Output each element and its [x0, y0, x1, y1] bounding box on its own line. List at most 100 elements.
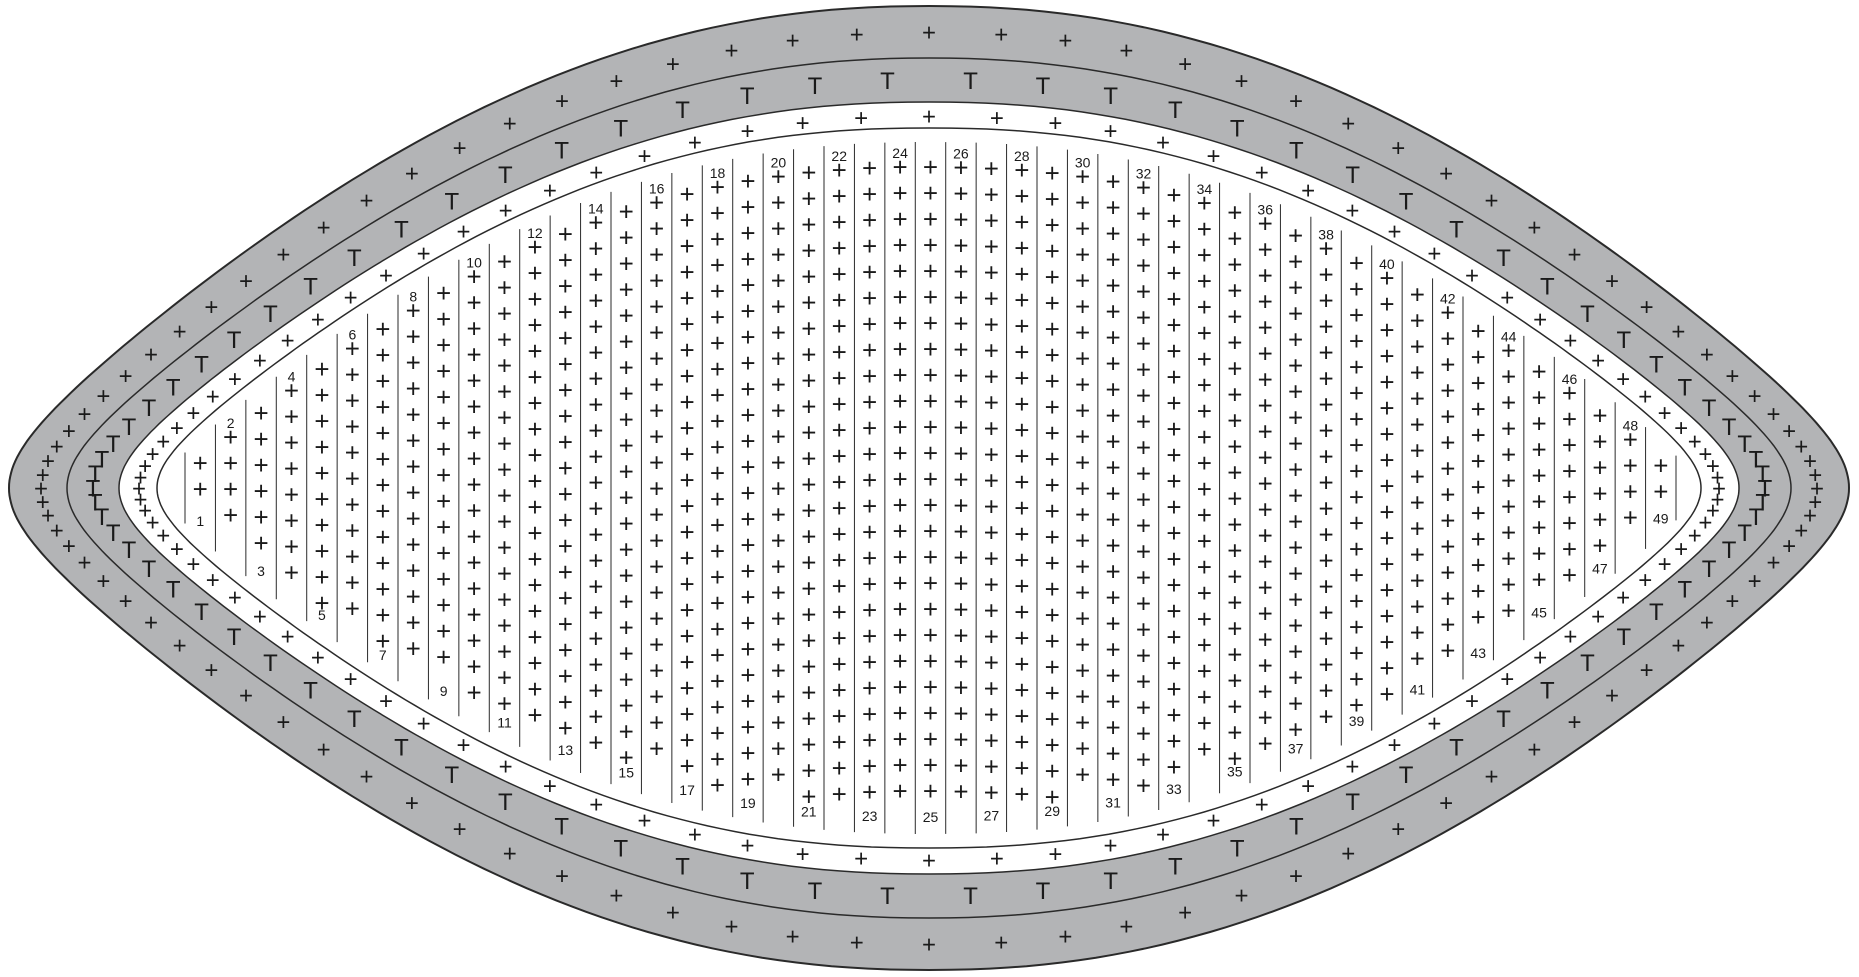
single-crochet-symbol: + [923, 776, 938, 806]
single-crochet-symbol: + [173, 632, 187, 659]
single-crochet-symbol: + [311, 644, 325, 671]
single-crochet-symbol: + [1748, 568, 1762, 595]
row-number-label: 1 [196, 513, 204, 529]
single-crochet-symbol: + [725, 913, 739, 940]
single-crochet-symbol: + [1808, 462, 1822, 489]
double-crochet-symbol: T [1702, 395, 1717, 422]
single-crochet-symbol: + [1700, 341, 1714, 368]
single-crochet-symbol: + [1562, 560, 1577, 590]
single-crochet-symbol: + [922, 847, 936, 874]
double-crochet-symbol: T [1677, 374, 1692, 401]
double-crochet-symbol: T [1345, 789, 1360, 816]
double-crochet-symbol: T [122, 414, 137, 441]
row-number-label: 47 [1592, 561, 1608, 577]
single-crochet-symbol: + [725, 38, 739, 65]
single-crochet-symbol: + [1767, 550, 1781, 577]
single-crochet-symbol: + [144, 609, 158, 636]
row-number-label: 12 [527, 225, 543, 241]
single-crochet-symbol: + [1289, 863, 1303, 890]
single-crochet-symbol: + [1410, 644, 1425, 674]
single-crochet-symbol: + [223, 500, 238, 530]
single-crochet-symbol: + [1616, 366, 1630, 393]
row-number-label: 43 [1470, 645, 1486, 661]
single-crochet-symbol: + [345, 594, 360, 624]
single-crochet-symbol: + [1235, 883, 1249, 910]
single-crochet-symbol: + [1341, 110, 1355, 137]
single-crochet-symbol: + [276, 242, 290, 269]
row-number-label: 40 [1379, 256, 1395, 272]
single-crochet-symbol: + [62, 418, 76, 445]
double-crochet-symbol: T [445, 762, 460, 789]
single-crochet-symbol: + [710, 770, 725, 800]
double-crochet-symbol: T [613, 116, 628, 143]
single-crochet-symbol: + [1484, 187, 1498, 214]
double-crochet-symbol: T [1289, 813, 1304, 840]
row-number-label: 39 [1349, 713, 1365, 729]
double-crochet-symbol: T [1722, 414, 1737, 441]
single-crochet-symbol: + [239, 268, 253, 295]
row-number-label: 32 [1136, 166, 1152, 182]
single-crochet-symbol: + [1318, 701, 1333, 731]
single-crochet-symbol: + [558, 713, 573, 743]
single-crochet-symbol: + [771, 759, 786, 789]
row-number-label: 28 [1014, 148, 1030, 164]
double-crochet-symbol: T [1168, 854, 1183, 881]
double-crochet-symbol: T [1449, 217, 1464, 244]
double-crochet-symbol: T [142, 556, 157, 583]
single-crochet-symbol: + [499, 753, 513, 780]
single-crochet-symbol: + [1439, 161, 1453, 188]
single-crochet-symbol: + [206, 567, 220, 594]
single-crochet-symbol: + [1197, 734, 1212, 764]
double-crochet-symbol: T [740, 868, 755, 895]
single-crochet-symbol: + [1501, 596, 1516, 626]
double-crochet-symbol: T [142, 395, 157, 422]
double-crochet-symbol: T [1103, 868, 1118, 895]
double-crochet-symbol: T [394, 217, 409, 244]
row-number-label: 16 [649, 180, 665, 196]
double-crochet-symbol: T [263, 301, 278, 328]
single-crochet-symbol: + [1710, 464, 1724, 491]
single-crochet-symbol: + [417, 710, 431, 737]
row-number-label: 20 [771, 154, 787, 170]
single-crochet-symbol: + [186, 400, 200, 427]
double-crochet-symbol: T [263, 650, 278, 677]
single-crochet-symbol: + [1391, 135, 1405, 162]
single-crochet-symbol: + [170, 536, 184, 563]
double-crochet-symbol: T [194, 599, 209, 626]
single-crochet-symbol: + [1623, 502, 1638, 532]
single-crochet-symbol: + [1341, 840, 1355, 867]
single-crochet-symbol: + [156, 429, 170, 456]
single-crochet-symbol: + [1301, 178, 1315, 205]
single-crochet-symbol: + [555, 863, 569, 890]
single-crochet-symbol: + [1638, 384, 1652, 411]
single-crochet-symbol: + [239, 683, 253, 710]
single-crochet-symbol: + [417, 240, 431, 267]
single-crochet-symbol: + [922, 103, 936, 130]
single-crochet-symbol: + [170, 415, 184, 442]
double-crochet-symbol: T [554, 813, 569, 840]
single-crochet-symbol: + [1465, 263, 1479, 290]
double-crochet-symbol: T [1617, 327, 1632, 354]
single-crochet-symbol: + [1166, 752, 1181, 782]
single-crochet-symbol: + [1533, 644, 1547, 671]
single-crochet-symbol: + [1206, 808, 1220, 835]
row-number-label: 9 [440, 683, 448, 699]
row-number-label: 17 [679, 782, 695, 798]
row-number-label: 11 [497, 715, 512, 731]
single-crochet-symbol: + [62, 533, 76, 560]
single-crochet-symbol: + [1235, 68, 1249, 95]
single-crochet-symbol: + [281, 623, 295, 650]
double-crochet-symbol: T [227, 327, 242, 354]
single-crochet-symbol: + [1471, 602, 1486, 632]
row-number-label: 10 [466, 255, 482, 271]
single-crochet-symbol: + [638, 808, 652, 835]
single-crochet-symbol: + [1258, 728, 1273, 758]
double-crochet-symbol: T [1399, 189, 1414, 216]
double-crochet-symbol: T [106, 431, 121, 458]
row-number-label: 44 [1501, 329, 1517, 345]
single-crochet-symbol: + [1156, 821, 1170, 848]
single-crochet-symbol: + [984, 777, 999, 807]
single-crochet-symbol: + [666, 900, 680, 927]
row-number-label: 46 [1562, 371, 1578, 387]
single-crochet-symbol: + [543, 178, 557, 205]
